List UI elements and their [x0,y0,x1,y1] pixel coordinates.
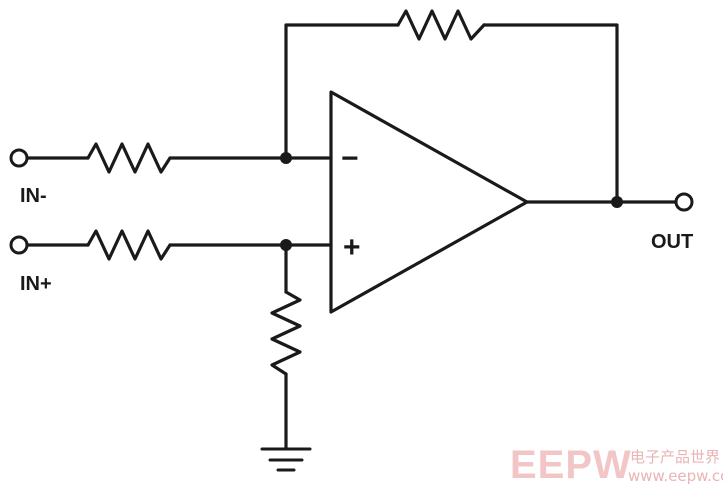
in-plus-terminal [9,235,29,255]
watermark-subtitle: 电子产品世界 [630,448,720,466]
inverting-input-sign: − [341,142,359,175]
shunt-resistor [270,290,302,376]
ground-icon [260,447,312,472]
eepw-watermark: EEPW 电子产品世界 www.eepw.com.cn [510,443,723,487]
in-minus-label: IN- [20,185,47,207]
watermark-brand: EEPW [510,443,632,487]
out-label: OUT [651,231,693,253]
out-terminal [674,192,694,212]
feedback-wire-left [284,23,400,160]
in-plus-label: IN+ [20,273,52,295]
feedback-resistor [396,9,486,41]
in-minus-resistor [86,142,172,174]
in-minus-terminal [9,148,29,168]
feedback-wire-right [482,23,619,204]
output-node-junction [611,196,623,208]
inverting-node-junction [280,152,292,164]
in-plus-resistor [86,229,172,261]
op-amp-triangle [329,90,529,314]
watermark-url: www.eepw.com.cn [628,467,723,485]
noninverting-input-sign: + [343,231,361,264]
